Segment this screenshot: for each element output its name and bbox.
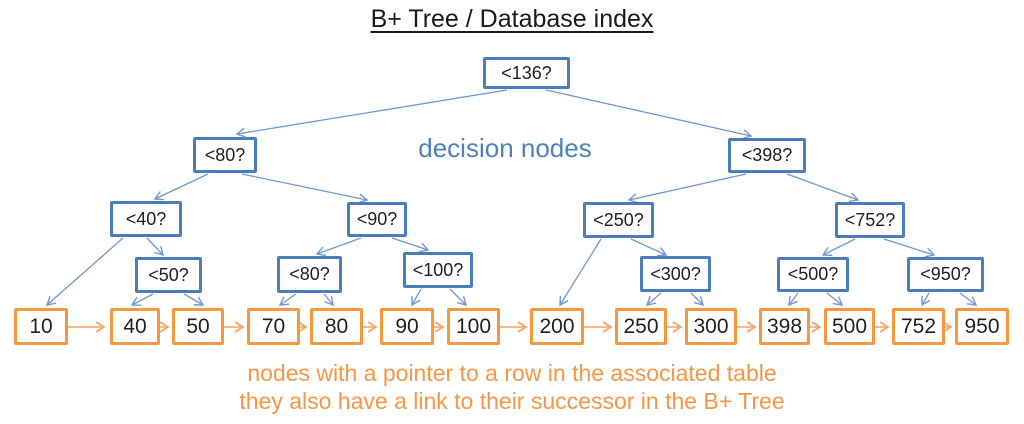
leaf-caption-line-2: they also have a link to their successor…	[239, 388, 785, 414]
decision-node-90: <90?	[347, 202, 407, 237]
decision-node-398: <398?	[728, 138, 806, 173]
decision-node-752: <752?	[835, 202, 905, 238]
decision-node-136: <136?	[483, 57, 570, 89]
leaf-node-70: 70	[247, 308, 300, 345]
leaf-node-40: 40	[110, 308, 160, 345]
decision-node-950: <950?	[907, 257, 984, 292]
decision-node-50: <50?	[135, 257, 202, 293]
leaf-node-752: 752	[892, 308, 945, 345]
decision-node-80-right: <80?	[277, 256, 342, 293]
leaf-node-250: 250	[615, 308, 667, 345]
diagram-title: B+ Tree / Database index	[370, 5, 654, 33]
decision-node-80: <80?	[193, 137, 257, 173]
leaf-node-950: 950	[955, 308, 1009, 345]
decision-node-500: <500?	[777, 257, 849, 292]
decision-node-250: <250?	[583, 202, 654, 238]
leaf-node-50: 50	[172, 308, 224, 345]
leaf-node-90: 90	[380, 308, 434, 345]
leaf-node-80: 80	[310, 308, 363, 345]
leaf-node-10: 10	[14, 308, 68, 345]
leaf-node-100: 100	[447, 308, 500, 345]
decision-nodes-label: decision nodes	[418, 133, 592, 163]
leaf-node-200: 200	[530, 308, 584, 345]
leaf-node-398: 398	[759, 308, 810, 345]
leaf-node-300: 300	[685, 308, 737, 345]
decision-edges	[45, 89, 978, 307]
leaf-caption: nodes with a pointer to a row in the ass…	[0, 359, 1024, 415]
decision-node-300: <300?	[640, 256, 711, 292]
leaf-node-500: 500	[824, 308, 875, 345]
leaf-caption-line-1: nodes with a pointer to a row in the ass…	[247, 360, 777, 386]
decision-node-40: <40?	[110, 201, 182, 237]
decision-node-100: <100?	[403, 252, 473, 288]
